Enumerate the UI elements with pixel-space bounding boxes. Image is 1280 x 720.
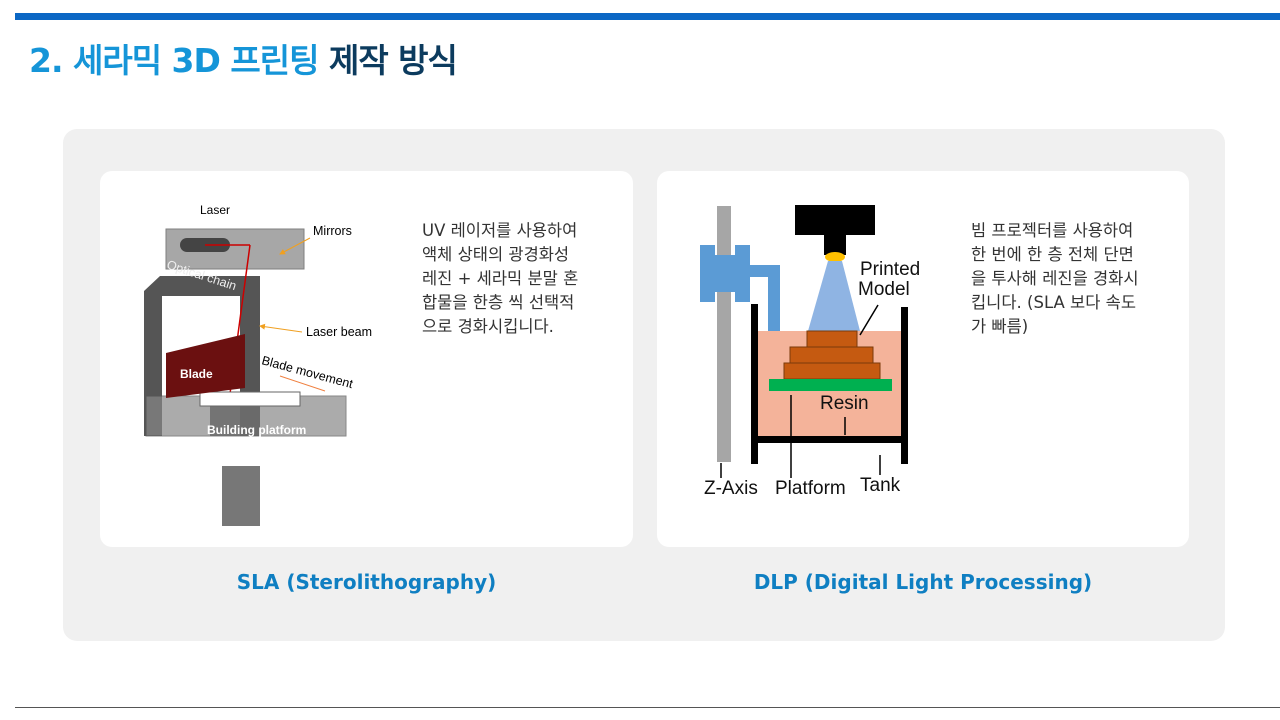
top-accent-bar <box>15 13 1280 20</box>
dlp-caption: DLP (Digital Light Processing) <box>753 570 1093 594</box>
title-highlight: 2. 세라믹 3D 프린팅 <box>29 41 319 80</box>
label-mirrors: Mirrors <box>313 224 352 238</box>
label-blade: Blade <box>180 367 213 381</box>
label-tank: Tank <box>860 475 901 496</box>
dlp-diagram: Printed Model Resin Z-Axis Platform Tank <box>700 205 920 499</box>
label-model: Model <box>858 279 910 300</box>
dlp-card: Printed Model Resin Z-Axis Platform Tank… <box>657 171 1189 547</box>
bottom-divider <box>15 707 1280 708</box>
label-laser: Laser <box>200 203 230 217</box>
label-resin: Resin <box>820 393 869 414</box>
dlp-description: 빔 프로젝터를 사용하여 한 번에 한 층 전체 단면 을 투사해 레진을 경화… <box>971 221 1139 336</box>
sla-caption: SLA (Sterolithography) <box>236 570 497 594</box>
label-z-axis: Z-Axis <box>704 478 758 499</box>
label-printed: Printed <box>860 259 920 280</box>
page-title: 2. 세라믹 3D 프린팅 제작 방식 <box>29 34 458 82</box>
title-rest: 제작 방식 <box>318 41 458 80</box>
label-building-platform: Building platform <box>207 423 306 437</box>
sla-description: UV 레이저를 사용하여 액체 상태의 광경화성 레진 + 세라믹 분말 혼 합… <box>422 221 579 336</box>
sla-card: Laser Mirrors Optical chain Laser beam B… <box>100 171 633 547</box>
label-platform: Platform <box>775 478 846 499</box>
label-laser-beam: Laser beam <box>306 325 372 339</box>
sla-diagram: Laser Mirrors Optical chain Laser beam B… <box>144 203 372 526</box>
